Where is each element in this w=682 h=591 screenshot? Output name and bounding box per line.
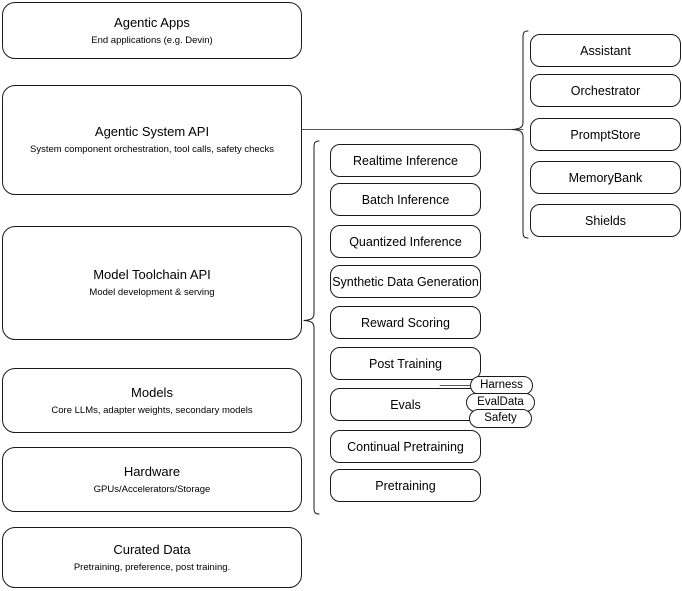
capability-continual-pretraining[interactable]: Continual Pretraining <box>330 430 481 463</box>
eval-tag-label: EvalData <box>477 396 524 408</box>
layer-title: Models <box>131 384 173 400</box>
layer-agentic-apps[interactable]: Agentic Apps End applications (e.g. Devi… <box>2 2 302 59</box>
layer-title: Agentic Apps <box>114 14 190 30</box>
component-shields[interactable]: Shields <box>530 204 681 237</box>
capability-post-training[interactable]: Post Training <box>330 347 481 380</box>
capability-label: Synthetic Data Generation <box>332 274 479 289</box>
capability-pretraining[interactable]: Pretraining <box>330 469 481 502</box>
capability-label: Quantized Inference <box>349 234 462 249</box>
component-orchestrator[interactable]: Orchestrator <box>530 74 681 107</box>
layer-hardware[interactable]: Hardware GPUs/Accelerators/Storage <box>2 447 302 512</box>
component-label: Assistant <box>580 43 631 58</box>
capability-label: Post Training <box>369 356 442 371</box>
layer-subtitle: End applications (e.g. Devin) <box>91 34 213 46</box>
capability-realtime-inference[interactable]: Realtime Inference <box>330 144 481 177</box>
capability-synthetic-data-generation[interactable]: Synthetic Data Generation <box>330 265 481 298</box>
component-label: Shields <box>585 213 626 228</box>
capability-evals[interactable]: Evals <box>330 388 481 421</box>
capability-reward-scoring[interactable]: Reward Scoring <box>330 306 481 339</box>
capability-label: Pretraining <box>375 478 436 493</box>
layer-subtitle: Core LLMs, adapter weights, secondary mo… <box>51 404 253 416</box>
capability-quantized-inference[interactable]: Quantized Inference <box>330 225 481 258</box>
capability-label: Reward Scoring <box>361 315 450 330</box>
capability-label: Evals <box>390 397 421 412</box>
brace-model-toolchain-capabilities <box>302 138 322 520</box>
component-label: PromptStore <box>570 127 641 142</box>
eval-tag-evaldata[interactable]: EvalData <box>466 393 535 412</box>
component-label: Orchestrator <box>570 83 641 98</box>
layer-title: Agentic System API <box>94 124 210 139</box>
layer-subtitle: Pretraining, preference, post training. <box>73 561 231 573</box>
capability-label: Batch Inference <box>361 192 450 207</box>
brace-agentic-system-components <box>510 28 530 242</box>
layer-title: Hardware <box>123 463 181 479</box>
layer-curated-data[interactable]: Curated Data Pretraining, preference, po… <box>2 527 302 588</box>
capability-label: Realtime Inference <box>353 153 458 168</box>
eval-tag-safety[interactable]: Safety <box>469 409 532 428</box>
eval-tag-label: Harness <box>480 379 523 391</box>
capability-batch-inference[interactable]: Batch Inference <box>330 183 481 216</box>
component-label: MemoryBank <box>568 170 643 185</box>
component-memorybank[interactable]: MemoryBank <box>530 161 681 194</box>
layer-title: Curated Data <box>113 541 191 557</box>
layer-title: Model Toolchain API <box>93 267 211 282</box>
layer-subtitle: Model development & serving <box>89 287 215 298</box>
layer-subtitle: System component orchestration, tool cal… <box>30 144 274 155</box>
layer-agentic-system-api[interactable]: Agentic System API System component orch… <box>2 85 302 195</box>
capability-label: Continual Pretraining <box>347 439 464 454</box>
layer-models[interactable]: Models Core LLMs, adapter weights, secon… <box>2 368 302 433</box>
connector-system-api-to-components <box>301 124 524 136</box>
layer-subtitle: GPUs/Accelerators/Storage <box>93 483 211 495</box>
component-assistant[interactable]: Assistant <box>530 34 681 67</box>
component-promptstore[interactable]: PromptStore <box>530 118 681 151</box>
layer-model-toolchain-api[interactable]: Model Toolchain API Model development & … <box>2 226 302 340</box>
eval-tag-label: Safety <box>484 412 517 424</box>
